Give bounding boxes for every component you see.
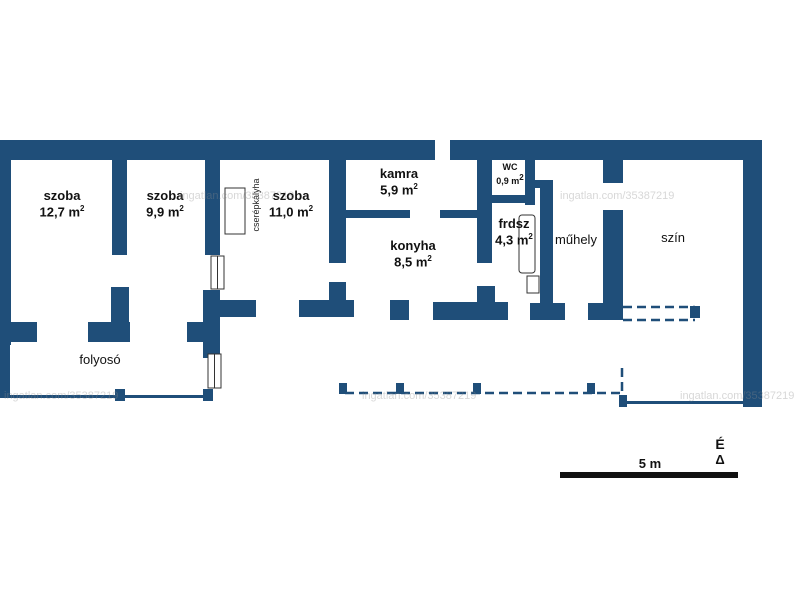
stove-icon — [224, 187, 246, 235]
compass-letter: É — [715, 436, 725, 452]
wall-frdsz-right-top — [532, 180, 552, 188]
watermark: ingatlan.com/35387219 — [362, 390, 477, 402]
room-name: WC — [502, 162, 518, 172]
wall-muhely-szin — [603, 210, 623, 305]
post-szin-right — [690, 306, 700, 318]
wall-konyha-bottom-right — [433, 302, 508, 320]
scale-label: 5 m — [638, 456, 662, 471]
wall-left-lower — [0, 340, 10, 398]
wall-kamra-bottom-right — [440, 210, 480, 218]
wall-right — [743, 140, 762, 407]
room-label-kamra: kamra 5,9 m2 — [364, 166, 434, 199]
wall-konyha-bottom-mid — [390, 300, 409, 320]
room-area: 9,9 m2 — [146, 204, 184, 220]
wall-wc-bottom — [488, 195, 528, 203]
wall-kamra-left — [329, 155, 346, 263]
wall-szoba1-bottom — [88, 322, 130, 342]
room-label-frdsz: frdsz 4,3 m2 — [488, 216, 540, 249]
watermark: ingatlan.com/35387219 — [180, 190, 295, 202]
wall-konyha-bottom-pillar — [477, 286, 495, 306]
room-name: frdsz — [498, 216, 530, 231]
wall-szoba3-bottom — [203, 300, 256, 317]
wall-folyoso-left-stub — [0, 322, 37, 342]
room-name: műhely — [555, 232, 597, 247]
wall-muhely-bottom — [588, 303, 623, 320]
wall-frdsz-bottom — [530, 303, 565, 320]
wall-top-left — [0, 140, 435, 160]
wall-szoba2-szoba3 — [205, 155, 220, 255]
room-name: szoba — [43, 188, 81, 203]
watermark: ingatlan.com/35387219 — [560, 190, 675, 202]
room-name: konyha — [390, 238, 436, 253]
wall-left-upper — [0, 155, 11, 345]
room-name: kamra — [379, 166, 419, 181]
compass-arrow: Δ — [715, 452, 725, 467]
scale-bar — [560, 472, 738, 478]
room-name: szín — [661, 230, 685, 245]
room-label-muhely: műhely — [549, 232, 603, 248]
wall-frdsz-right — [540, 180, 553, 318]
wall-folyoso-post-1 — [115, 389, 125, 401]
room-label-szin: szín — [648, 230, 698, 246]
wall-szin-top-stub — [603, 155, 623, 183]
room-label-folyoso: folyosó — [60, 352, 140, 368]
room-name: folyosó — [79, 352, 121, 367]
wall-konyha-bottom-left — [299, 300, 354, 317]
wall-folyoso-bottom — [8, 395, 213, 398]
bathtub-icon — [518, 214, 536, 274]
room-name: szoba — [146, 188, 184, 203]
wall-szoba1-szoba2 — [112, 155, 127, 255]
watermark: ingatlan.com/35387219 — [680, 390, 795, 402]
room-area: 5,9 m2 — [380, 182, 418, 198]
room-label-szoba-1: szoba 12,7 m2 — [22, 188, 102, 221]
room-name: szoba — [272, 188, 310, 203]
post-1 — [339, 383, 347, 394]
room-area: 11,0 m2 — [268, 204, 314, 220]
wall-wc-right — [525, 155, 535, 205]
wall-folyoso-post-2 — [203, 389, 213, 401]
watermark: ingatlan.com/35387219 — [4, 390, 119, 402]
room-area: 12,7 m2 — [39, 204, 85, 220]
post-2 — [396, 383, 404, 394]
wall-szoba2-bottom — [187, 322, 207, 342]
room-area: 4,3 m2 — [495, 232, 533, 248]
room-area: 8,5 m2 — [394, 254, 432, 270]
wall-kamra-bottom-left — [340, 210, 410, 218]
post-3 — [473, 383, 481, 394]
room-label-konyha: konyha 8,5 m2 — [378, 238, 448, 271]
room-label-szoba-3: szoba 11,0 m2 — [258, 188, 324, 221]
room-area: 0,9 m2 — [496, 173, 524, 187]
post-4 — [587, 383, 595, 394]
room-label-wc: WC 0,9 m2 — [492, 162, 528, 188]
room-label-szoba-2: szoba 9,9 m2 — [130, 188, 200, 221]
wall-szin-bottom — [623, 401, 753, 404]
wall-wc-left — [477, 155, 492, 263]
shower-icon — [526, 275, 540, 294]
stove-label: cserépkályha — [251, 178, 261, 232]
